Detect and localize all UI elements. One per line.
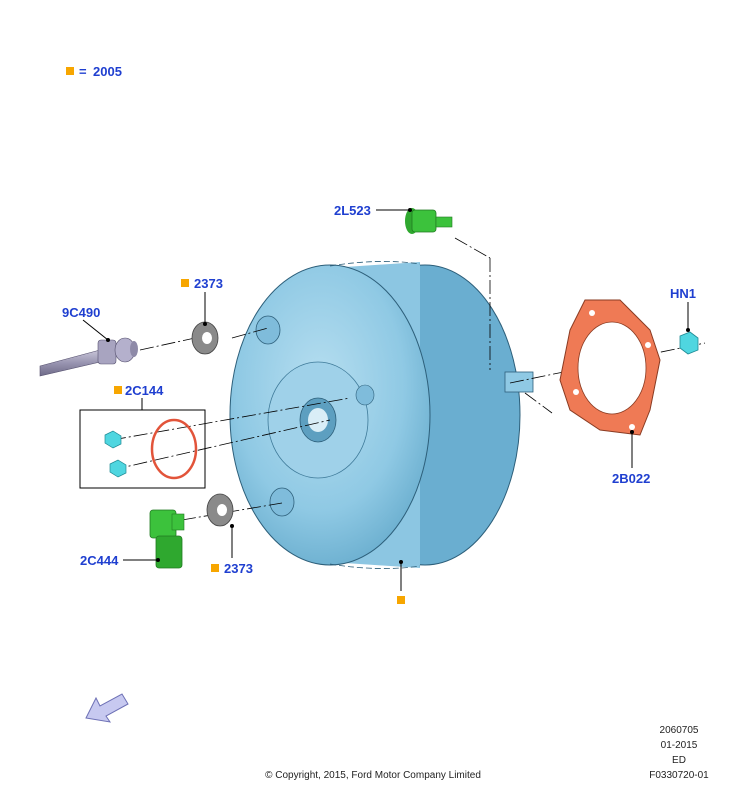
legend-marker	[66, 67, 74, 75]
brake-booster	[229, 261, 534, 569]
marker-booster	[397, 596, 405, 604]
footer: 2060705 01-2015 ED F0330720-01 © Copyrig…	[265, 725, 709, 781]
part-HN1	[679, 331, 699, 355]
part-2C144-kit	[79, 409, 206, 489]
label-2L523: 2L523	[334, 203, 371, 218]
label-HN1: HN1	[670, 286, 696, 301]
label-2B022: 2B022	[612, 471, 650, 486]
part-2373-lower-washer	[206, 493, 234, 527]
part-2L523	[405, 208, 453, 234]
label-2C144: 2C144	[125, 383, 164, 398]
label-2373-upper: 2373	[194, 276, 223, 291]
marker-2373-upper	[181, 279, 189, 287]
label-9C490: 9C490	[62, 305, 100, 320]
direction-arrow-icon	[85, 693, 129, 723]
footer-date: 01-2015	[661, 740, 698, 751]
label-2C444: 2C444	[80, 553, 119, 568]
footer-figure: F0330720-01	[649, 770, 709, 781]
footer-ed: ED	[672, 755, 686, 766]
orange-markers	[114, 279, 405, 604]
part-9C490	[39, 337, 138, 377]
part-2C444	[149, 509, 185, 569]
part-2B022	[559, 299, 661, 436]
legend-code: 2005	[93, 64, 122, 79]
legend: = 2005	[66, 64, 122, 79]
label-2373-lower: 2373	[224, 561, 253, 576]
marker-2373-lower	[211, 564, 219, 572]
marker-2C144	[114, 386, 122, 394]
part-2373-upper-washer	[191, 321, 219, 355]
legend-equals: =	[79, 64, 87, 79]
leader-lines	[82, 208, 690, 591]
part-labels: 2L523 HN1 2373 9C490 2C144 2B022 2C444 2…	[62, 203, 696, 576]
footer-code: 2060705	[660, 725, 699, 736]
footer-copyright: © Copyright, 2015, Ford Motor Company Li…	[265, 770, 481, 781]
